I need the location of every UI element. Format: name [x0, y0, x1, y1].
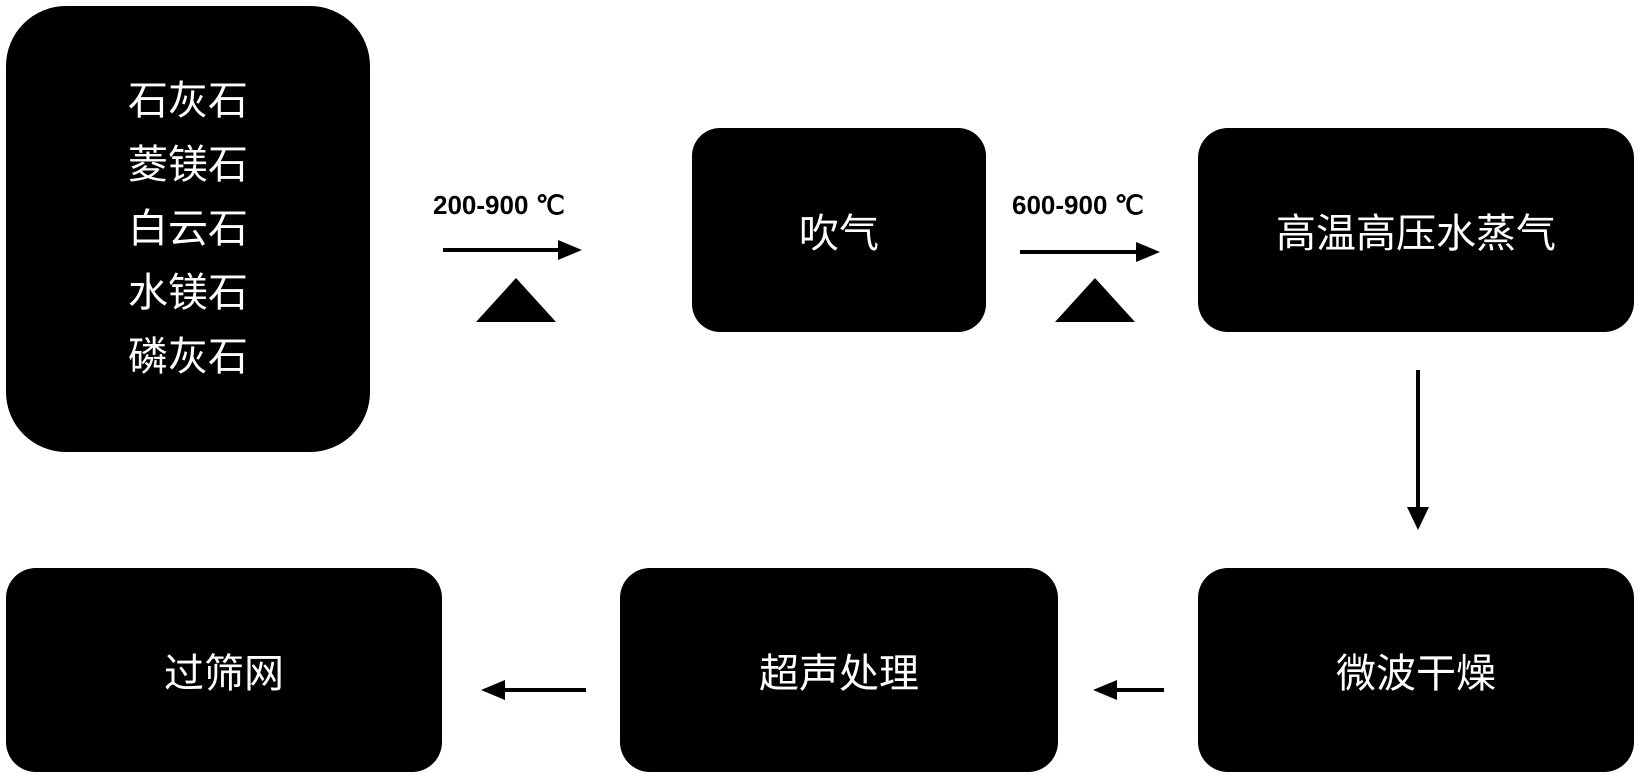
microwave-drying-box: 微波干燥 [1198, 568, 1634, 772]
raw-material-item: 水镁石 [128, 270, 248, 316]
raw-material-item: 石灰石 [128, 78, 248, 124]
blowing-label: 吹气 [799, 211, 879, 257]
arrow-raw-to-blowing [443, 240, 582, 260]
second-condition-label: 600-900 ℃ [1012, 190, 1144, 220]
arrow-drying-to-ultrasonic [1093, 680, 1164, 700]
sieving-label: 过筛网 [164, 651, 284, 697]
raw-materials-box: 石灰石 菱镁石 白云石 水镁石 磷灰石 [6, 6, 370, 452]
raw-material-item: 菱镁石 [128, 142, 248, 188]
heat-triangle-icon [476, 278, 556, 322]
sieving-box: 过筛网 [6, 568, 442, 772]
steam-label: 高温高压水蒸气 [1276, 211, 1556, 257]
arrow-blowing-to-steam [1020, 242, 1160, 262]
blowing-box: 吹气 [692, 128, 986, 332]
arrow-steam-to-drying [1407, 370, 1429, 530]
arrow-ultrasonic-to-sieving [481, 680, 586, 700]
microwave-drying-label: 微波干燥 [1336, 651, 1496, 697]
steam-box: 高温高压水蒸气 [1198, 128, 1634, 332]
ultrasonic-box: 超声处理 [620, 568, 1058, 772]
ultrasonic-label: 超声处理 [759, 651, 919, 697]
raw-material-item: 白云石 [128, 206, 248, 252]
first-condition-label: 200-900 ℃ [433, 190, 565, 220]
raw-material-item: 磷灰石 [128, 334, 248, 380]
heat-triangle-icon [1055, 278, 1135, 322]
